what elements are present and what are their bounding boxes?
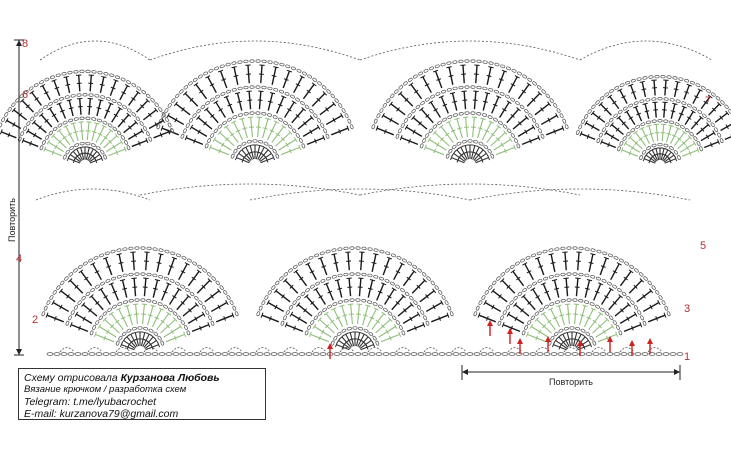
start-arrow xyxy=(517,338,523,354)
credits-box: Схему отрисовала Курзанова Любовь Вязани… xyxy=(18,368,266,420)
row-number-4: 4 xyxy=(16,253,22,265)
vertical-repeat-label: Повторить xyxy=(7,198,17,242)
fan-motifs xyxy=(0,59,731,351)
start-arrow xyxy=(629,340,635,356)
row-number-2: 2 xyxy=(32,314,38,326)
credits-email: E-mail: kurzanova79@gmail.com xyxy=(24,408,179,420)
fan-motif xyxy=(256,246,454,351)
row-number-3: 3 xyxy=(684,303,690,315)
row-number-6: 6 xyxy=(22,89,28,101)
fan-motif xyxy=(371,59,569,164)
row-numbers-right: 7 5 3 1 xyxy=(684,95,711,363)
chain-arches xyxy=(35,40,713,356)
row-number-8: 8 xyxy=(22,38,28,50)
start-arrow xyxy=(607,336,613,352)
start-arrow xyxy=(647,338,653,354)
fan-motif xyxy=(156,59,354,164)
horizontal-repeat-bracket: Повторить xyxy=(461,365,681,387)
start-arrow xyxy=(577,340,583,356)
vertical-repeat-bracket: Повторить xyxy=(7,39,24,356)
start-arrows xyxy=(327,320,653,359)
start-arrow xyxy=(545,336,551,352)
row-number-5: 5 xyxy=(700,240,706,252)
start-arrow xyxy=(327,343,333,359)
credits-telegram: Telegram: t.me/lyubacrochet xyxy=(24,396,157,408)
fan-motif xyxy=(0,69,174,164)
credits-prefix: Схему отрисовала xyxy=(24,372,118,384)
row-number-1: 1 xyxy=(684,351,690,363)
row-numbers-left: 8 6 4 2 xyxy=(16,38,38,326)
start-arrow xyxy=(487,320,493,336)
base-chain-row xyxy=(46,347,684,356)
start-arrow xyxy=(507,328,513,344)
fan-motif xyxy=(41,246,239,351)
credits-author-line: Схему отрисовала Курзанова Любовь xyxy=(24,372,260,384)
horizontal-repeat-label: Повторить xyxy=(549,377,593,387)
fan-motif xyxy=(576,75,731,164)
credits-description: Вязание крючком / разработка схем xyxy=(24,384,187,395)
credits-author: Курзанова Любовь xyxy=(120,372,220,384)
row-number-7: 7 xyxy=(705,95,711,107)
fan-motif xyxy=(473,246,671,351)
